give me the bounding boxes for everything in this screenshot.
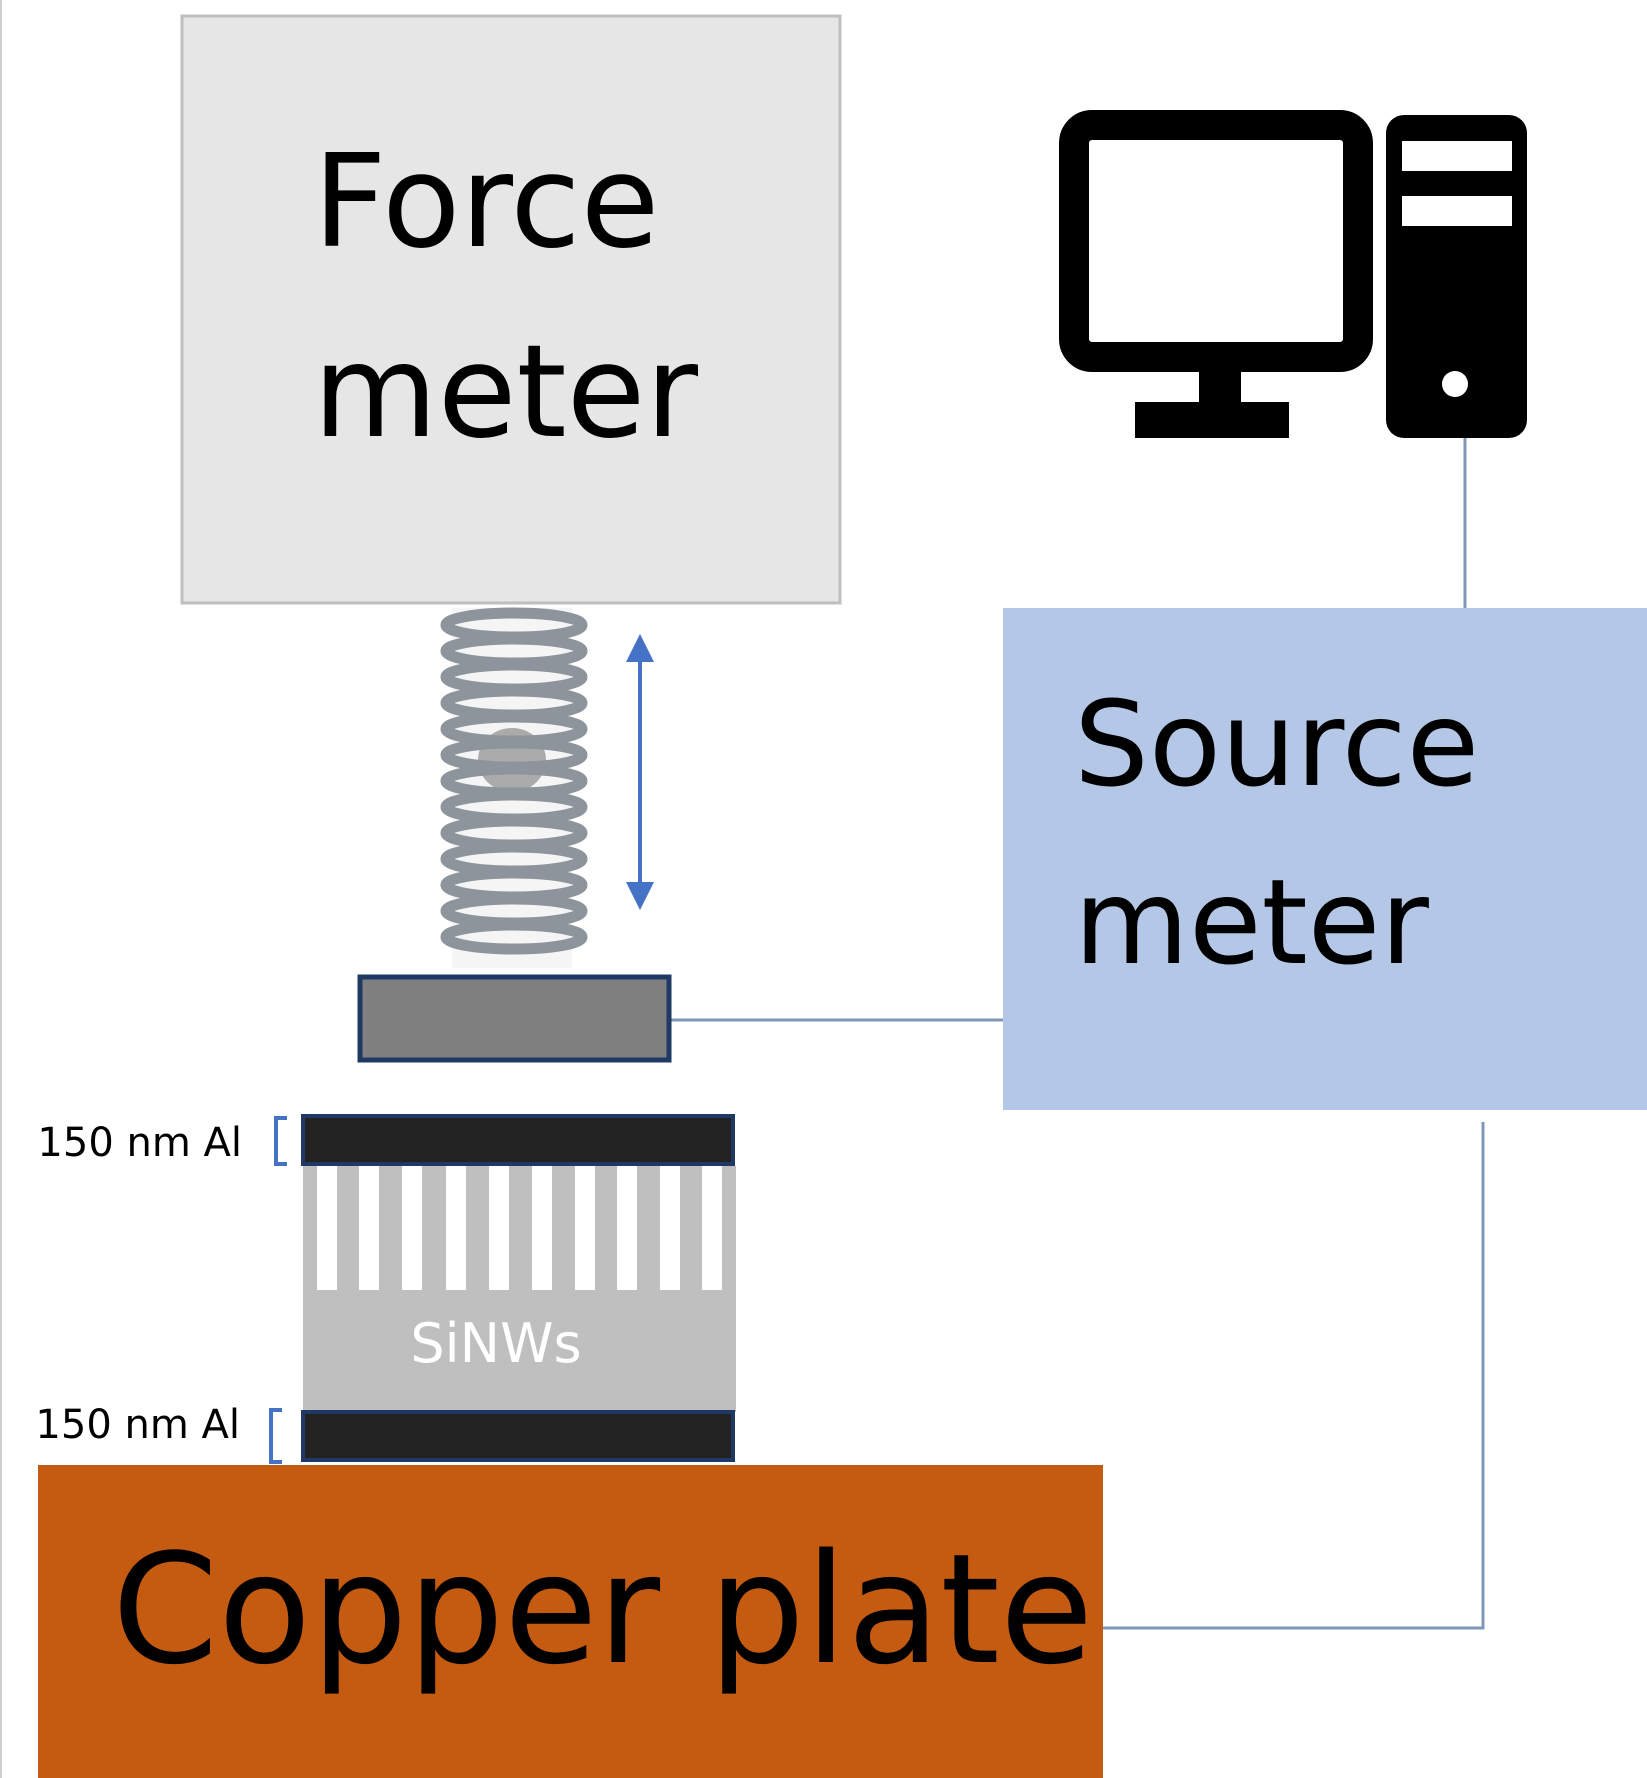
- top-aluminum-layer: [301, 1114, 735, 1166]
- force-meter-label-line2: meter: [313, 318, 698, 467]
- monitor-screen: [1059, 110, 1373, 372]
- nanowire-gap: [617, 1166, 637, 1290]
- nanowire-gap: [446, 1166, 466, 1290]
- sample-stack: SiNWs 150 nm Al 150 nm Al: [35, 1114, 736, 1464]
- nanowire-gap: [532, 1166, 552, 1290]
- tower-power-button: [1442, 371, 1468, 397]
- copper-plate-label: Copper plate: [112, 1521, 1093, 1698]
- wire-source-to-copper: [1103, 1122, 1485, 1630]
- force-meter-box: [180, 14, 842, 605]
- top-al-bracket: [274, 1116, 287, 1166]
- nanowire-gap: [660, 1166, 680, 1290]
- source-meter-label-line2: meter: [1074, 853, 1429, 991]
- nanowire-gap: [575, 1166, 595, 1290]
- nanowire-gap: [317, 1166, 337, 1290]
- computer-tower: [1386, 115, 1527, 438]
- bottom-al-label: 150 nm Al: [35, 1402, 240, 1448]
- bottom-aluminum-layer: [301, 1410, 735, 1462]
- nanowire-label: SiNWs: [410, 1312, 581, 1375]
- tower-drive-bay-1: [1402, 141, 1512, 171]
- spring-coil: [440, 919, 588, 955]
- probe-plate: [357, 974, 672, 1063]
- nanowire-gap: [359, 1166, 379, 1290]
- tower-drive-bay-2: [1402, 196, 1512, 226]
- copper-plate-block: [38, 1465, 1103, 1778]
- nanowire-gap: [489, 1166, 509, 1290]
- top-al-label: 150 nm Al: [37, 1120, 242, 1166]
- force-meter-label-line1: Force: [313, 128, 659, 277]
- source-meter-box: [1003, 608, 1647, 1110]
- force-meter: Force meter: [180, 14, 842, 605]
- source-meter-label-line1: Source: [1074, 675, 1479, 813]
- nanowire-gap: [702, 1166, 722, 1290]
- nanowire-gap: [402, 1166, 422, 1290]
- nanowire-gaps: [317, 1166, 722, 1290]
- monitor-base: [1135, 402, 1289, 438]
- spring-icon: [440, 607, 588, 968]
- copper-plate: Copper plate: [38, 1465, 1103, 1778]
- desktop-computer-icon: [1059, 110, 1527, 438]
- bottom-al-bracket: [269, 1408, 282, 1464]
- source-meter: Source meter: [1003, 608, 1647, 1110]
